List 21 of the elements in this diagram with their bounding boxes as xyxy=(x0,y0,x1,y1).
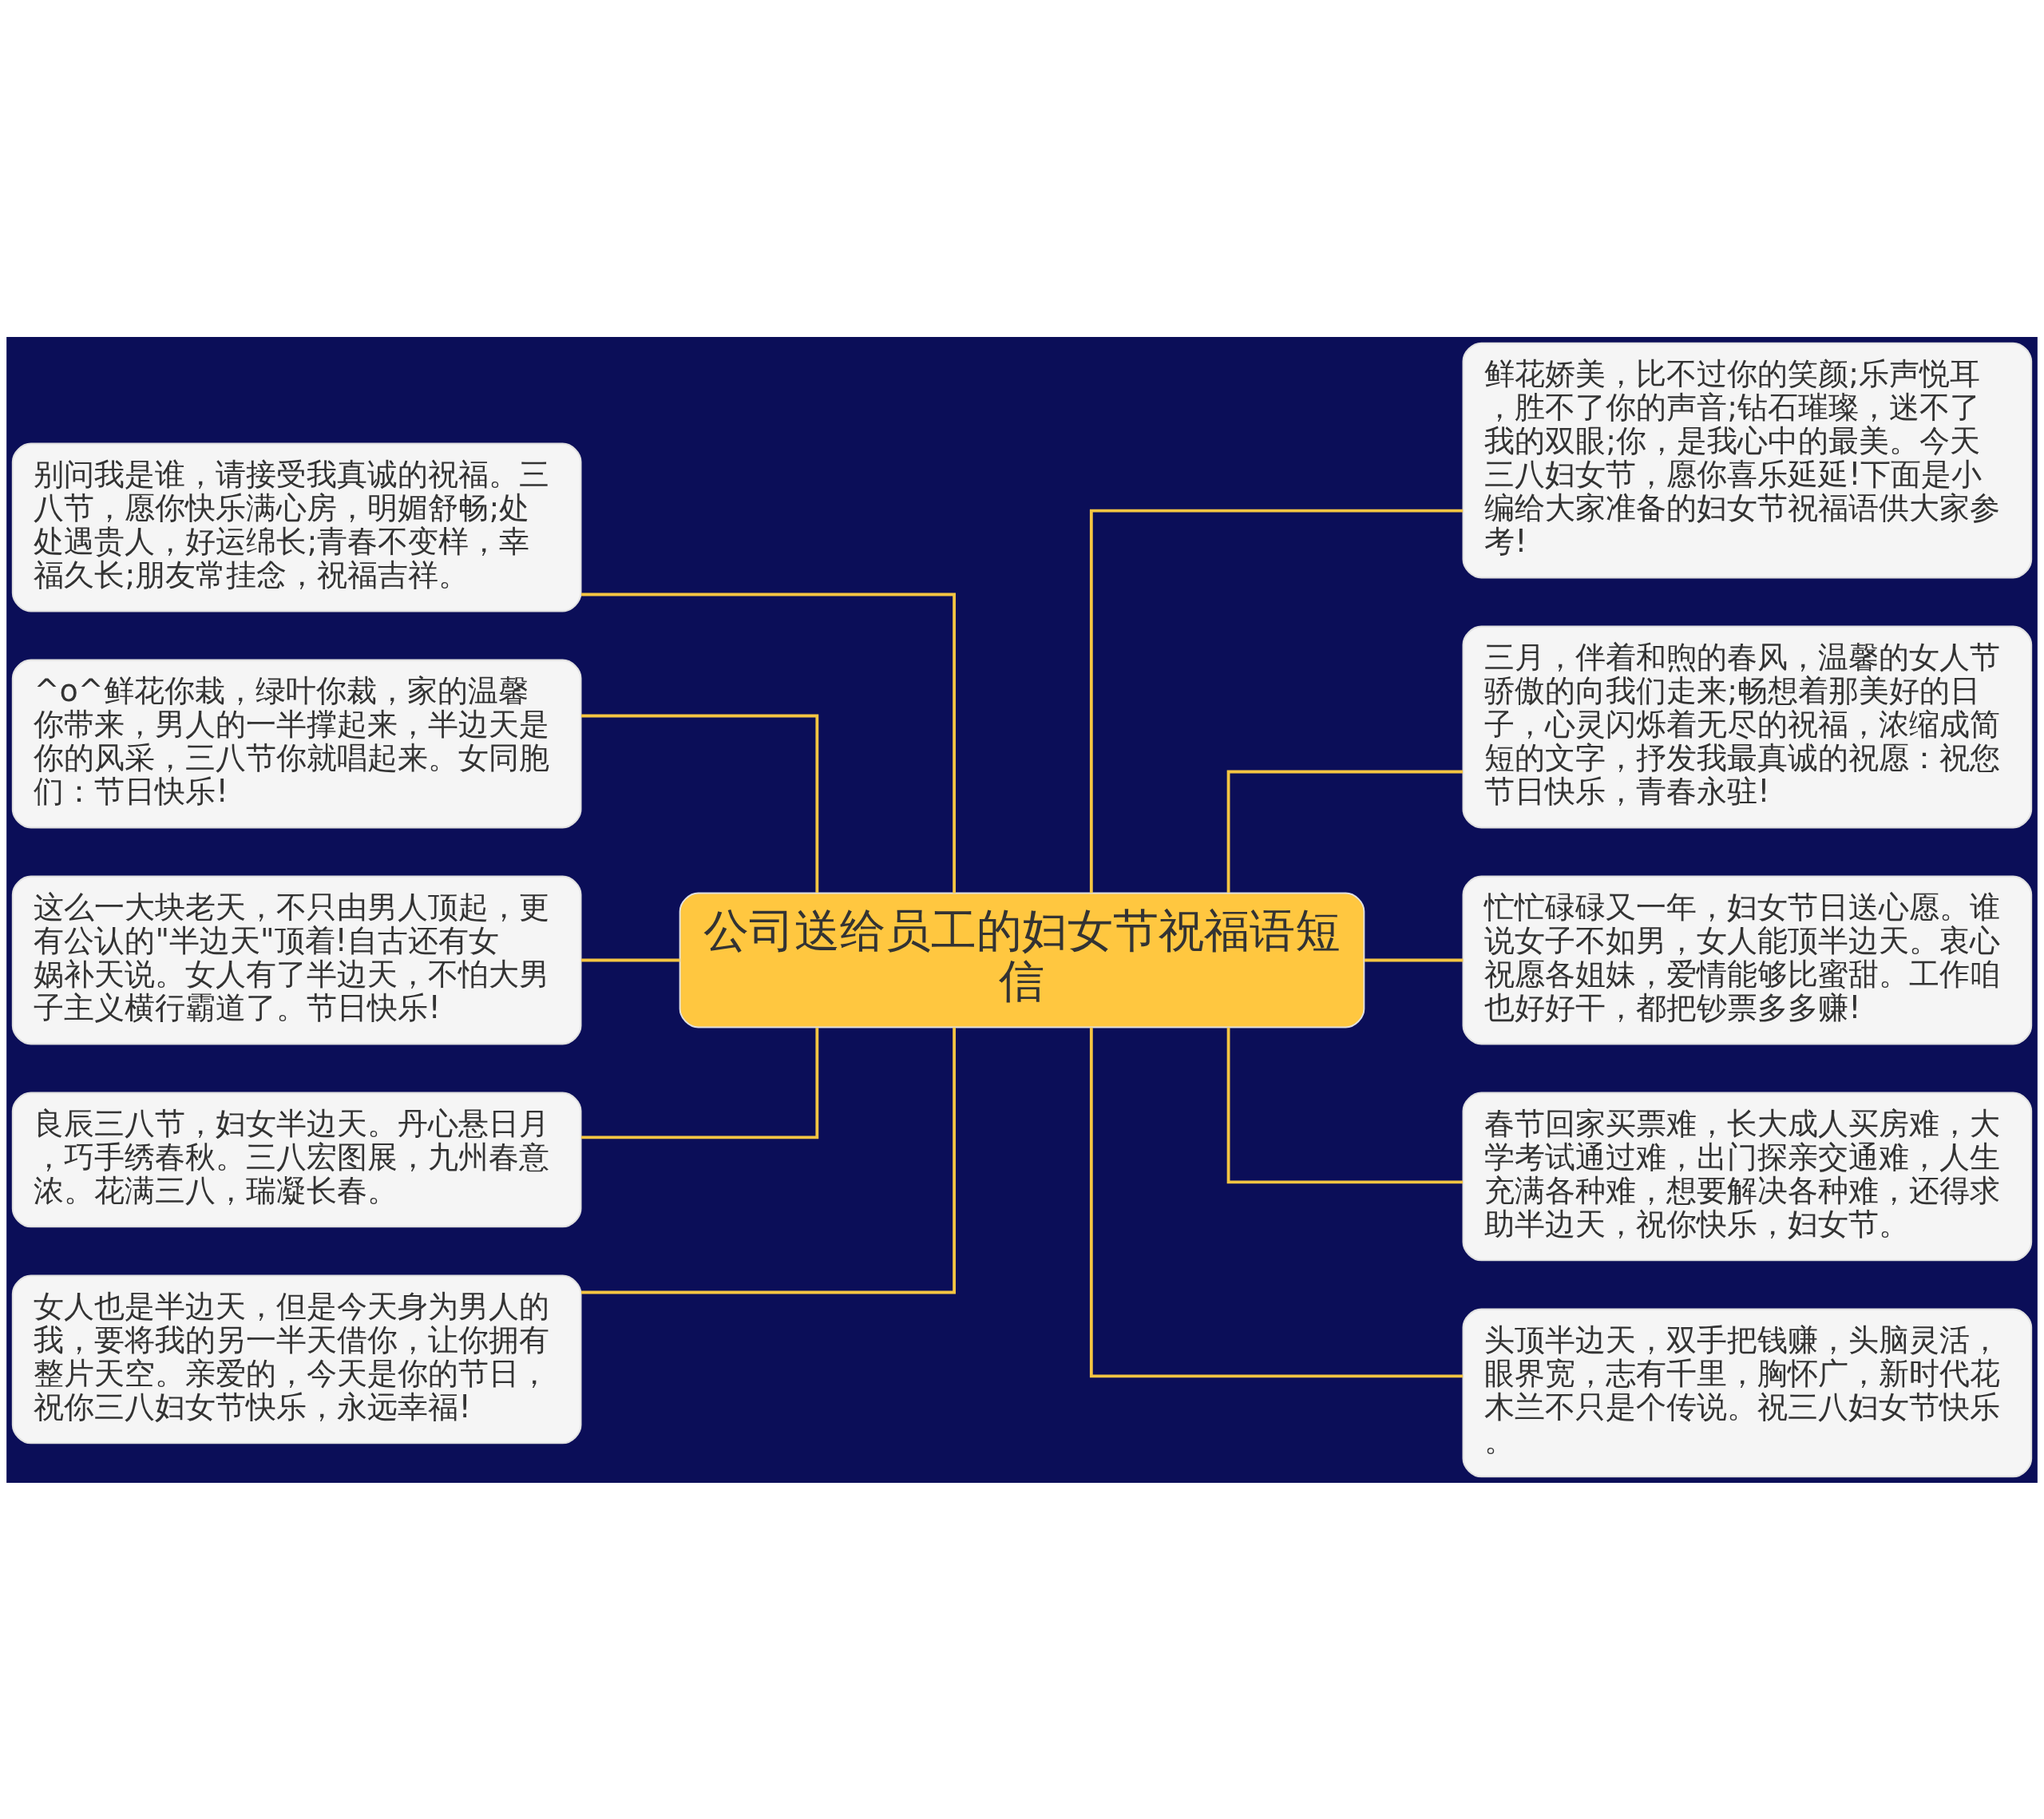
node-box: 公司送给员工的妇女节祝福语短信 xyxy=(679,892,1365,1028)
connector xyxy=(1226,1027,1464,1183)
connector xyxy=(581,714,819,893)
node-box: ^o^鲜花你栽，绿叶你裁，家的温馨你带来，男人的一半撑起来，半边天是你的风采，三八节你就唱起来。女同胞们：节日快乐! xyxy=(11,659,582,828)
connector xyxy=(581,1027,956,1294)
connector xyxy=(1089,509,1464,893)
connector xyxy=(1226,770,1464,893)
node-box: 三月，伴着和煦的春风，温馨的女人节骄傲的向我们走来;畅想着那美好的日子，心灵闪烁着无尽的祝福，浓缩成简短的文字，抒发我最真诚的祝愿：祝您节日快乐，青春永驻! xyxy=(1462,625,2033,828)
node-box: 别问我是谁，请接受我真诚的祝福。三八节，愿你快乐满心房，明媚舒畅;处处遇贵人，好运绵长;青春不变样，幸福久长;朋友常挂念，祝福吉祥。 xyxy=(11,442,582,612)
node-box: 这么一大块老天，不只由男人顶起，更有公认的"半边天"顶着!自古还有女娲补天说。女人有了半边天，不怕大男子主义横行霸道了。节日快乐! xyxy=(11,875,582,1044)
node-box: 春节回家买票难，长大成人买房难，大学考试通过难，出门探亲交通难，人生充满各种难，想要解决各种难，还得求助半边天，祝你快乐，妇女节。 xyxy=(1462,1092,2033,1261)
connector xyxy=(581,592,956,893)
node-box: 良辰三八节，妇女半边天。丹心悬日月，巧手绣春秋。三八宏图展，九州春意浓。花满三八，瑞凝长春。 xyxy=(11,1092,582,1227)
node-box: 女人也是半边天，但是今天身为男人的我，要将我的另一半天借你，让你拥有整片天空。亲爱的，今天是你的节日，祝你三八妇女节快乐，永远幸福! xyxy=(11,1274,582,1444)
connector xyxy=(581,958,680,961)
connector xyxy=(1364,958,1464,961)
connector xyxy=(581,1027,819,1139)
node-box: 头顶半边天，双手把钱赚，头脑灵活，眼界宽，志有千里，胸怀广，新时代花木兰不只是个传说。祝三八妇女节快乐。 xyxy=(1462,1308,2033,1477)
node-box: 鲜花娇美，比不过你的笑颜;乐声悦耳，胜不了你的声音;钻石璀璨，迷不了我的双眼;你，是我心中的最美。今天三八妇女节，愿你喜乐延延!下面是小编给大家准备的妇女节祝福语供大家参考! xyxy=(1462,342,2033,578)
connector xyxy=(1089,1027,1464,1377)
node-box: 忙忙碌碌又一年，妇女节日送心愿。谁说女子不如男，女人能顶半边天。衷心祝愿各姐妹，爱情能够比蜜甜。工作咱也好好干，都把钞票多多赚! xyxy=(1462,875,2033,1044)
